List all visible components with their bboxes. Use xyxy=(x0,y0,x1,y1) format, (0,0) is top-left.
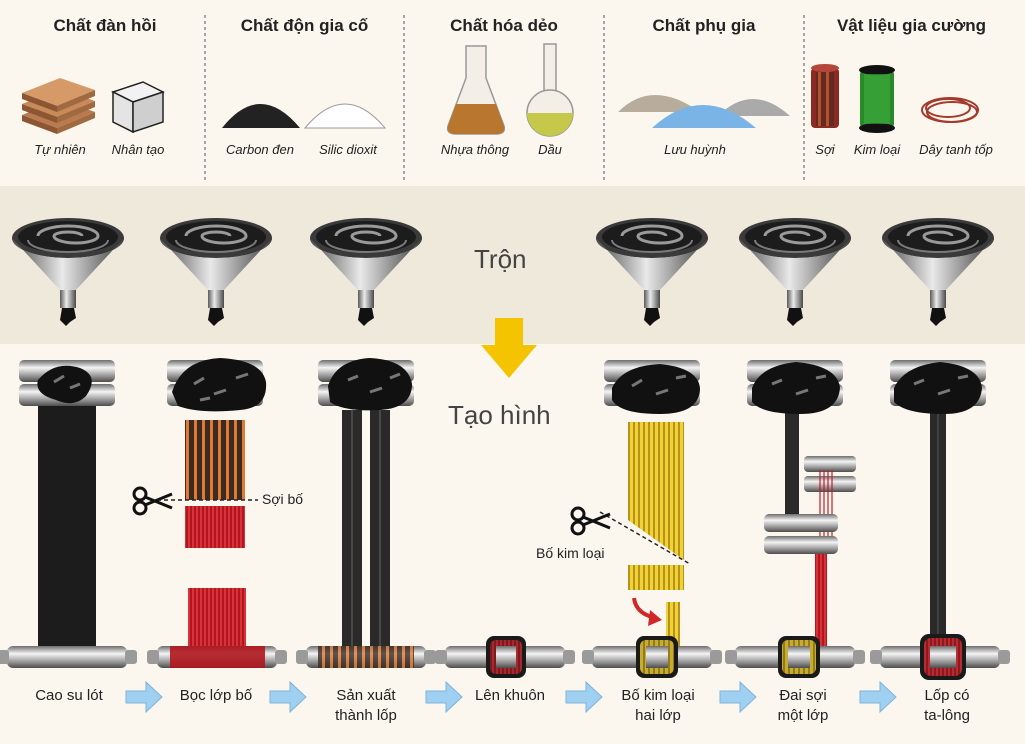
category-title-plasticizer: Chất hóa dẻo xyxy=(450,16,558,35)
resin-flask-icon xyxy=(446,45,506,135)
material-label-oil: Dầu xyxy=(538,142,562,157)
flow-arrow-4 xyxy=(565,681,603,713)
process-step-6 xyxy=(725,360,865,678)
material-label-silica: Silic dioxit xyxy=(319,142,377,157)
flow-arrow-6 xyxy=(859,681,897,713)
process-step-1 xyxy=(0,360,137,668)
step-label-4: Lên khuôn xyxy=(474,687,546,704)
process-step-4 xyxy=(435,636,575,678)
annotation-steel-cord: Bố kim loại xyxy=(536,545,605,561)
mixing-band xyxy=(0,186,1025,344)
category-title-elastomer: Chất đàn hồi xyxy=(53,16,157,35)
bead-wire-icon xyxy=(921,97,979,123)
flow-arrow-1 xyxy=(125,681,163,713)
category-title-additive: Chất phụ gia xyxy=(652,16,756,35)
process-step-2 xyxy=(132,358,287,668)
stage-label-mixing: Trộn xyxy=(474,244,527,274)
material-label-resin: Nhựa thông xyxy=(440,142,510,157)
material-label-synthetic: Nhân tạo xyxy=(111,142,165,157)
step-label-1: Cao su lót xyxy=(35,687,103,704)
column-dividers xyxy=(204,15,805,182)
category-title-filler: Chất độn gia cố xyxy=(240,16,369,35)
step-label-2: Bọc lớp bố xyxy=(179,687,253,704)
process-step-5 xyxy=(570,360,722,678)
metal-spool-icon xyxy=(859,65,895,133)
material-label-sulfur: Lưu huỳnh xyxy=(664,142,726,157)
carbon-black-icon xyxy=(222,104,300,128)
silica-icon xyxy=(303,103,387,129)
stage-label-shaping: Tạo hình xyxy=(448,400,551,430)
oil-flask-icon xyxy=(526,43,574,137)
material-label-metal: Kim loại xyxy=(853,142,901,157)
synthetic-rubber-icon xyxy=(111,81,165,134)
down-arrow-icon xyxy=(481,318,537,378)
annotation-fabric-cord: Sợi bố xyxy=(262,491,304,507)
process-step-7 xyxy=(870,360,1010,680)
natural-rubber-icon xyxy=(22,78,95,134)
material-label-natural: Tự nhiên xyxy=(34,142,86,157)
material-label-fiber: Sợi xyxy=(815,142,835,157)
process-step-3 xyxy=(296,358,436,668)
sulfur-icon xyxy=(618,95,790,128)
material-label-bead-wire: Dây tanh tốp xyxy=(919,142,993,157)
material-label-carbon-black: Carbon đen xyxy=(226,142,294,157)
category-title-reinforcement: Vật liệu gia cường xyxy=(836,16,987,35)
flow-arrow-2 xyxy=(269,681,307,713)
fiber-spool-icon xyxy=(811,64,839,128)
